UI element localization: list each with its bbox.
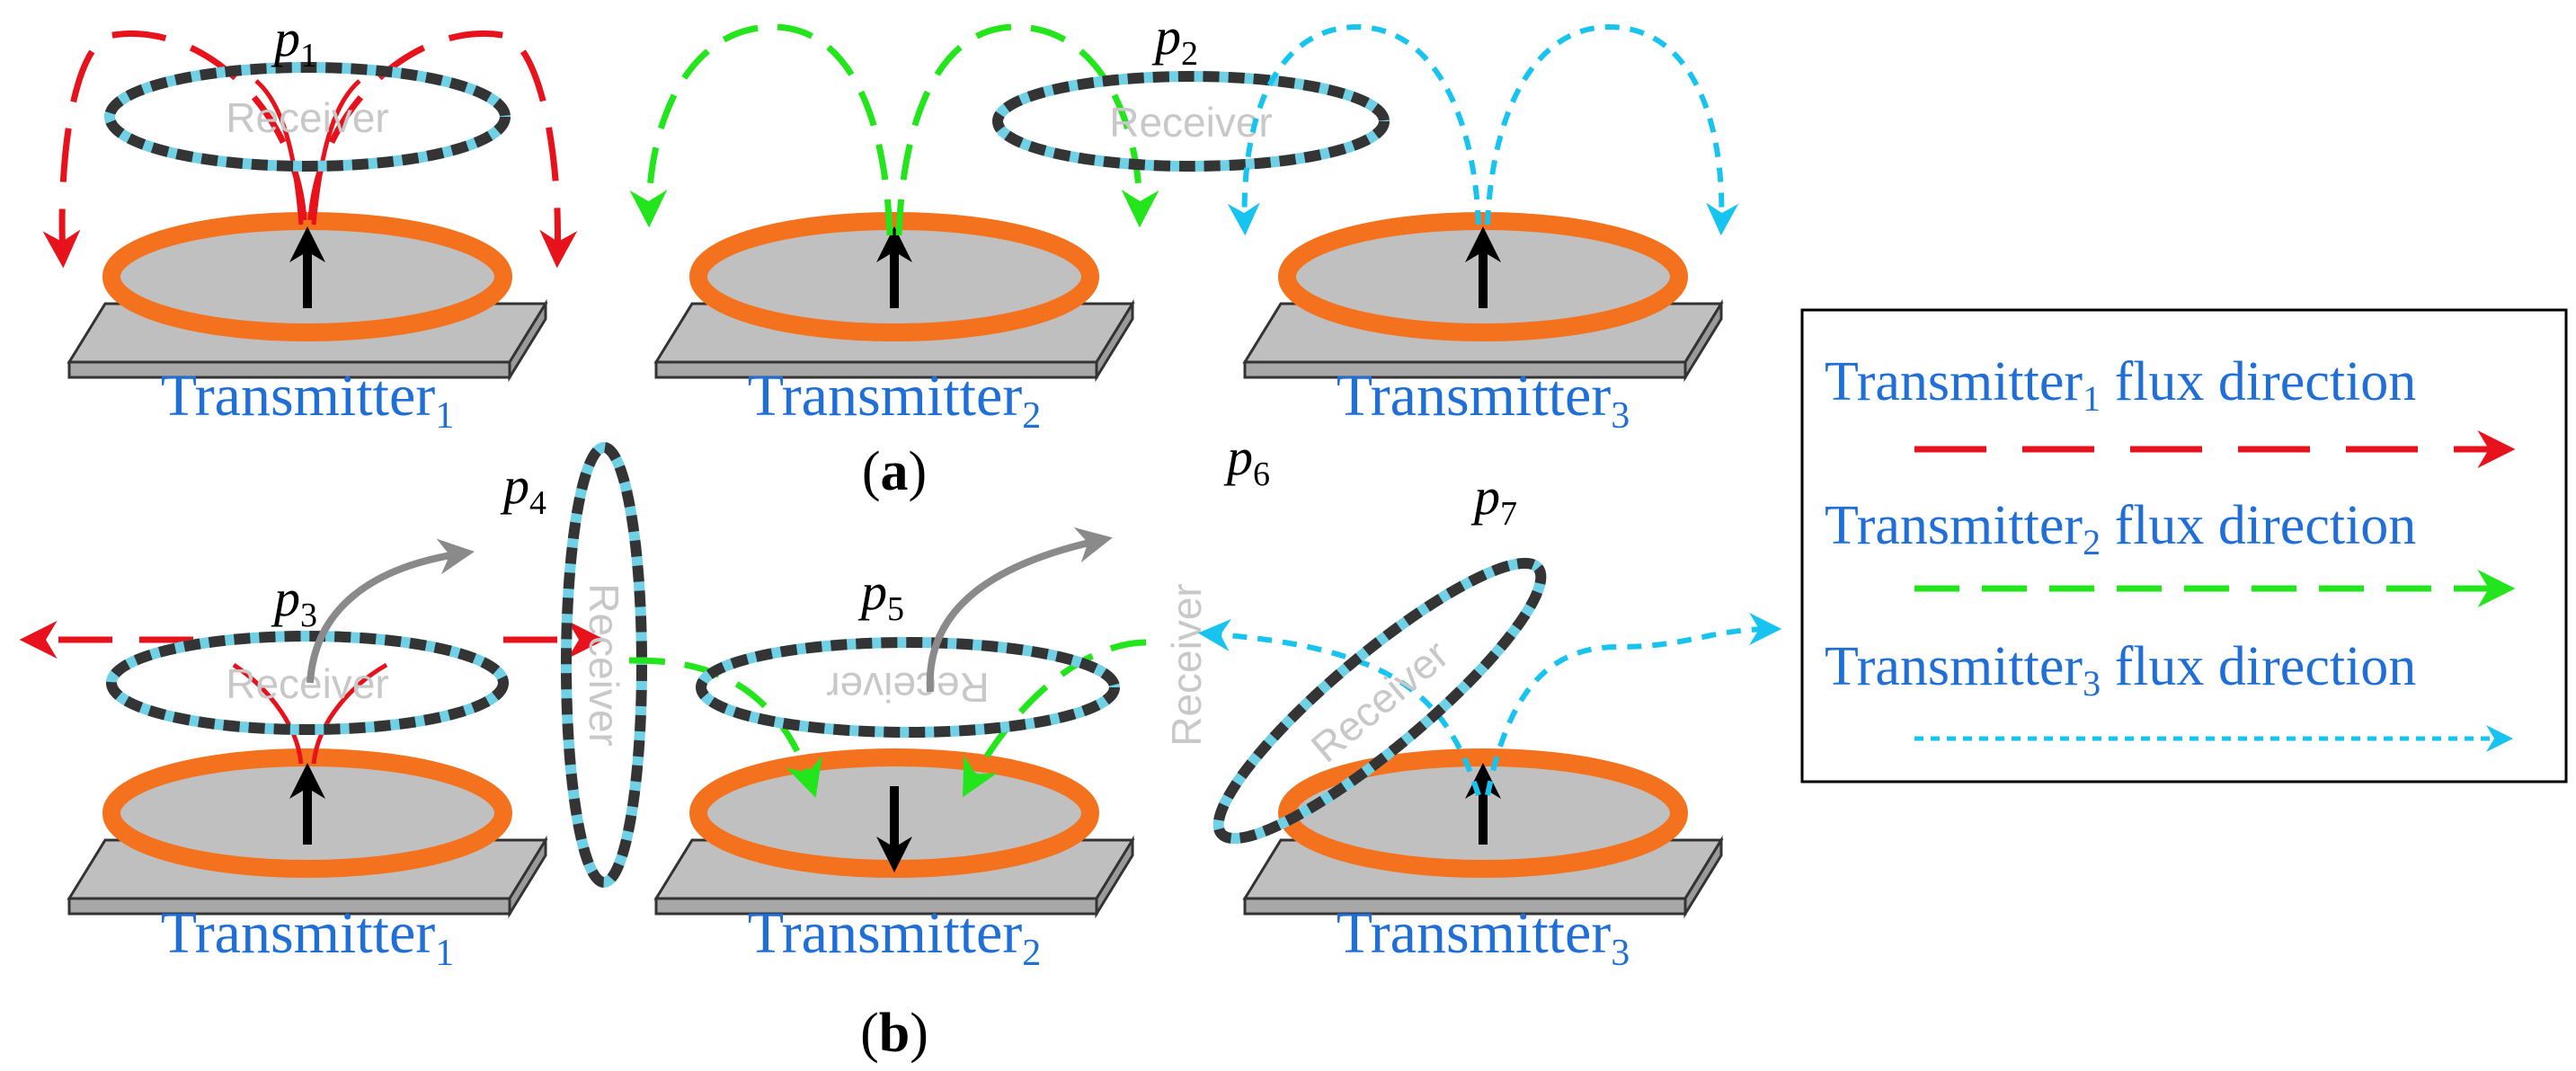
- legend: Transmitter1 flux direction Transmitter2…: [1800, 308, 2568, 783]
- panel-b-transmitter-1: [69, 757, 546, 914]
- position-label-p1: p1: [271, 9, 317, 75]
- legend-item-3-label: Transmitter3 flux direction: [1825, 636, 2416, 704]
- panel-a-receiver-p2: Receiver: [992, 71, 1390, 172]
- panel-b-transmitter-2-label: Transmitter2: [748, 900, 1042, 974]
- receiver-normal-arrow: [926, 527, 1113, 693]
- panel-b-receiver-p4: Receiver: [561, 442, 647, 888]
- receiver-normal-arrow: [306, 538, 475, 684]
- panel-a-transmitter-2: [656, 221, 1133, 377]
- position-label-p3: p3: [271, 569, 317, 634]
- position-label-p6: p6: [1223, 428, 1270, 493]
- panel-b-tx2-flux: [628, 639, 1147, 798]
- position-label-p4: p4: [500, 456, 546, 522]
- panel-b-transmitter-2: [656, 757, 1133, 914]
- panel-b-transmitter-1-label: Transmitter1: [161, 900, 455, 974]
- panel-b-transmitter-3-label: Transmitter3: [1337, 900, 1630, 974]
- receiver-label: Receiver: [226, 94, 389, 141]
- legend-item-2-label: Transmitter2 flux direction: [1825, 495, 2416, 562]
- panel-a-transmitter-1: [69, 221, 546, 377]
- legend-item-1-label: Transmitter1 flux direction: [1825, 351, 2416, 419]
- panel-a-transmitter-3-label: Transmitter3: [1337, 363, 1630, 437]
- panel-b-transmitter-3: [1245, 757, 1721, 914]
- panel-a-transmitter-1-label: Transmitter1: [161, 363, 455, 437]
- panel-b-receiver-p3: Receiver: [106, 631, 509, 735]
- panel-b: Receiver p3 Transmitter1 Receiver p4 Rec…: [19, 428, 1782, 1064]
- position-label-p7: p7: [1470, 467, 1517, 533]
- receiver-label: Receiver: [1302, 631, 1457, 772]
- position-label-p2: p2: [1151, 7, 1198, 73]
- panel-a-tx2-flux: [629, 23, 1159, 236]
- receiver-label: Receiver: [581, 583, 627, 747]
- panel-a-caption: (a): [862, 441, 927, 502]
- panel-a-transmitter-2-label: Transmitter2: [748, 363, 1042, 437]
- panel-a: Receiver p1 Transmitter1 Receiver p2 Tra…: [42, 7, 1739, 502]
- panel-b-tx3-flux: [1197, 613, 1782, 796]
- legend-box: [1800, 308, 2568, 783]
- receiver-label: Receiver: [226, 660, 389, 707]
- receiver-p6-label: Receiver: [1163, 583, 1210, 747]
- panel-a-tx3-flux: [1227, 23, 1739, 236]
- panel-b-caption: (b): [860, 1003, 928, 1064]
- panel-b-receiver-p5: Receiver: [696, 637, 1120, 738]
- receiver-label: Receiver: [826, 664, 990, 711]
- panel-a-transmitter-3: [1245, 221, 1721, 377]
- receiver-label: Receiver: [1109, 99, 1273, 146]
- panel-a-receiver-p1: Receiver: [104, 62, 511, 172]
- position-label-p5: p5: [857, 562, 904, 628]
- panel-a-tx1-flux: [42, 31, 578, 269]
